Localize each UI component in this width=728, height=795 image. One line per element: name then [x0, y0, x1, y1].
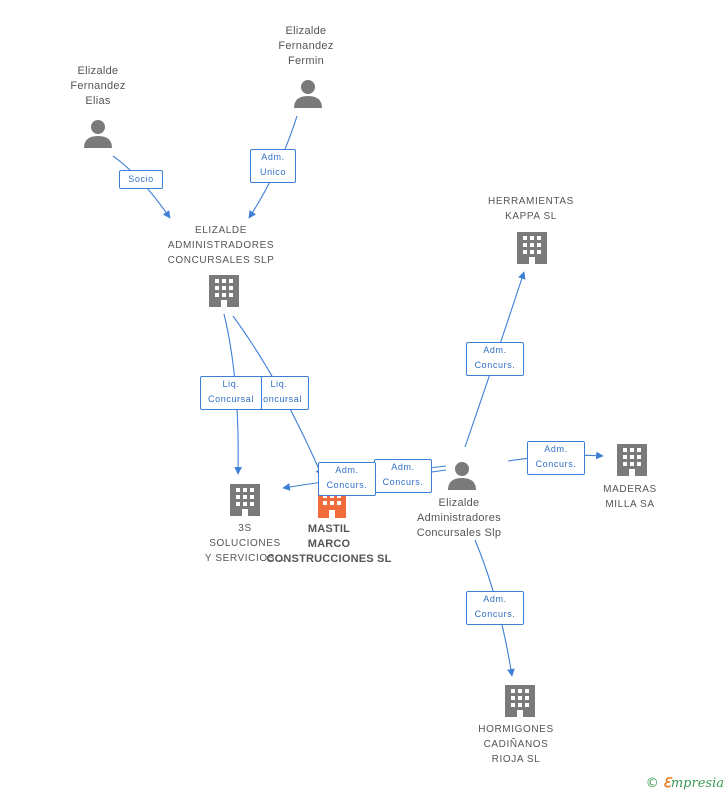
copyright-symbol: ©: [645, 776, 659, 791]
edge-label-adm-concurs-herramientas: Adm. Concurs.: [466, 342, 524, 376]
building-icon-maderas: [617, 444, 647, 476]
node-label-elias[interactable]: Elizalde Fernandez Elias: [70, 65, 126, 107]
building-icon-herramientas: [517, 232, 547, 264]
node-label-maderas[interactable]: MADERAS MILLA SA: [603, 484, 657, 510]
edge-label-socio: Socio: [119, 170, 163, 189]
person-icon-fermin: [294, 80, 322, 108]
person-icon-elizalde-adm: [448, 462, 476, 490]
edge-label-adm-unico: Adm. Unico: [250, 149, 296, 183]
building-icon-3s: [230, 484, 260, 516]
brand-name: mpresia: [670, 776, 724, 791]
node-label-fermin[interactable]: Elizalde Fernandez Fermin: [278, 25, 334, 67]
edge-label-adm-concurs-maderas: Adm. Concurs.: [527, 441, 585, 475]
node-label-hormigones[interactable]: HORMIGONES CADIÑANOS RIOJA SL: [478, 724, 554, 765]
node-label-3s[interactable]: 3S SOLUCIONES Y SERVICIOS...: [204, 523, 286, 564]
node-label-elizalde-person[interactable]: Elizalde Administradores Concursales Slp: [416, 497, 502, 539]
edge-label-liq-concursal-1: Liq. Concursal: [200, 376, 262, 410]
node-label-elizalde-adm[interactable]: ELIZALDE ADMINISTRADORES CONCURSALES SLP: [167, 225, 275, 266]
node-label-mastil[interactable]: MASTIL MARCO CONSTRUCCIONES SL: [266, 523, 392, 565]
building-icon-elizalde-adm: [209, 275, 239, 307]
edge-label-adm-concurs-mastil-2: Adm. Concurs.: [374, 459, 432, 493]
brand-e-glyph: ℇ: [662, 776, 671, 791]
person-icon-elias: [84, 120, 112, 148]
empresia-logo: © ℇmpresia: [646, 776, 724, 791]
edge-label-adm-concurs-hormigones: Adm. Concurs.: [466, 591, 524, 625]
node-label-herramientas[interactable]: HERRAMIENTAS KAPPA SL: [488, 196, 574, 222]
building-icon-hormigones: [505, 685, 535, 717]
edge-label-adm-concurs-mastil-1: Adm. Concurs.: [318, 462, 376, 496]
